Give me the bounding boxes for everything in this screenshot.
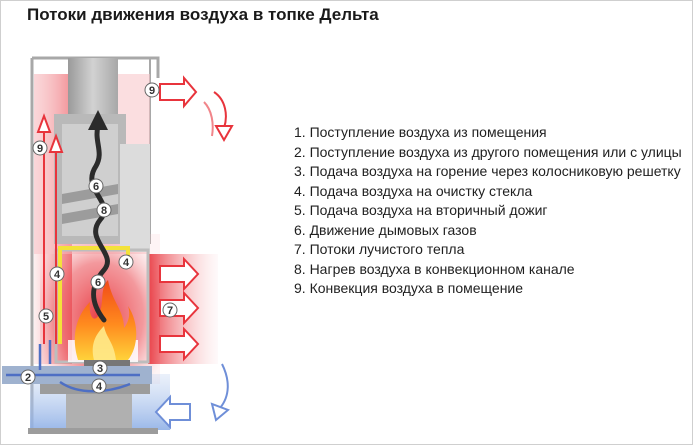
marker-4-left: 4	[49, 266, 65, 282]
svg-text:2: 2	[25, 372, 31, 384]
svg-text:7: 7	[167, 305, 173, 317]
marker-4-bottom: 4	[91, 378, 107, 394]
legend-item: 3. Подача воздуха на горение через колос…	[294, 163, 681, 179]
svg-text:9: 9	[37, 143, 43, 155]
legend-item: 7. Потоки лучистого тепла	[294, 241, 465, 257]
svg-text:8: 8	[101, 205, 107, 217]
legend-item: 6. Движение дымовых газов	[294, 221, 477, 238]
svg-text:4: 4	[123, 257, 130, 269]
grate	[84, 360, 130, 366]
marker-8: 8	[96, 202, 112, 218]
flow-markers: 9 9 6 8 4 4 6 5	[20, 82, 178, 394]
legend-item: 5. Подача воздуха на вторичный дожиг	[294, 202, 548, 218]
marker-7: 7	[162, 302, 178, 318]
legend-item: 9. Конвекция воздуха в помещение	[294, 280, 524, 296]
svg-text:9: 9	[149, 85, 155, 97]
legend-item: 1. Поступление воздуха из помещения	[294, 124, 547, 140]
marker-2: 2	[20, 369, 36, 385]
marker-5: 5	[38, 308, 54, 324]
marker-9-top: 9	[144, 82, 160, 98]
convection-up-arrows	[36, 113, 64, 344]
flame-core	[92, 326, 116, 360]
room-convection-arrows	[159, 75, 234, 143]
legend-item: 8. Нагрев воздуха в конвекционном канале	[294, 260, 575, 277]
cold-intake-arrows	[154, 363, 230, 430]
svg-text:5: 5	[43, 311, 49, 323]
legend-item: 2. Поступление воздуха из другого помеще…	[294, 143, 682, 160]
marker-6-lower: 6	[90, 274, 106, 290]
marker-4-right: 4	[118, 254, 134, 270]
stove-airflow-diagram: 9 9 6 8 4 4 6 5	[2, 56, 234, 434]
marker-6-upper: 6	[88, 178, 104, 194]
svg-text:3: 3	[97, 363, 103, 375]
svg-text:4: 4	[54, 269, 61, 281]
marker-9-left: 9	[32, 140, 48, 156]
page-title: Потоки движения воздуха в топке Дельта	[27, 5, 379, 24]
legend-item: 4. Подача воздуха на очистку стекла	[294, 182, 533, 199]
svg-text:6: 6	[93, 181, 99, 193]
flow-legend: 1. Поступление воздуха из помещения 2. П…	[294, 123, 686, 299]
marker-3: 3	[92, 360, 108, 376]
smoke-arrow-head	[88, 110, 108, 130]
svg-text:6: 6	[95, 277, 101, 289]
svg-text:4: 4	[96, 381, 103, 393]
